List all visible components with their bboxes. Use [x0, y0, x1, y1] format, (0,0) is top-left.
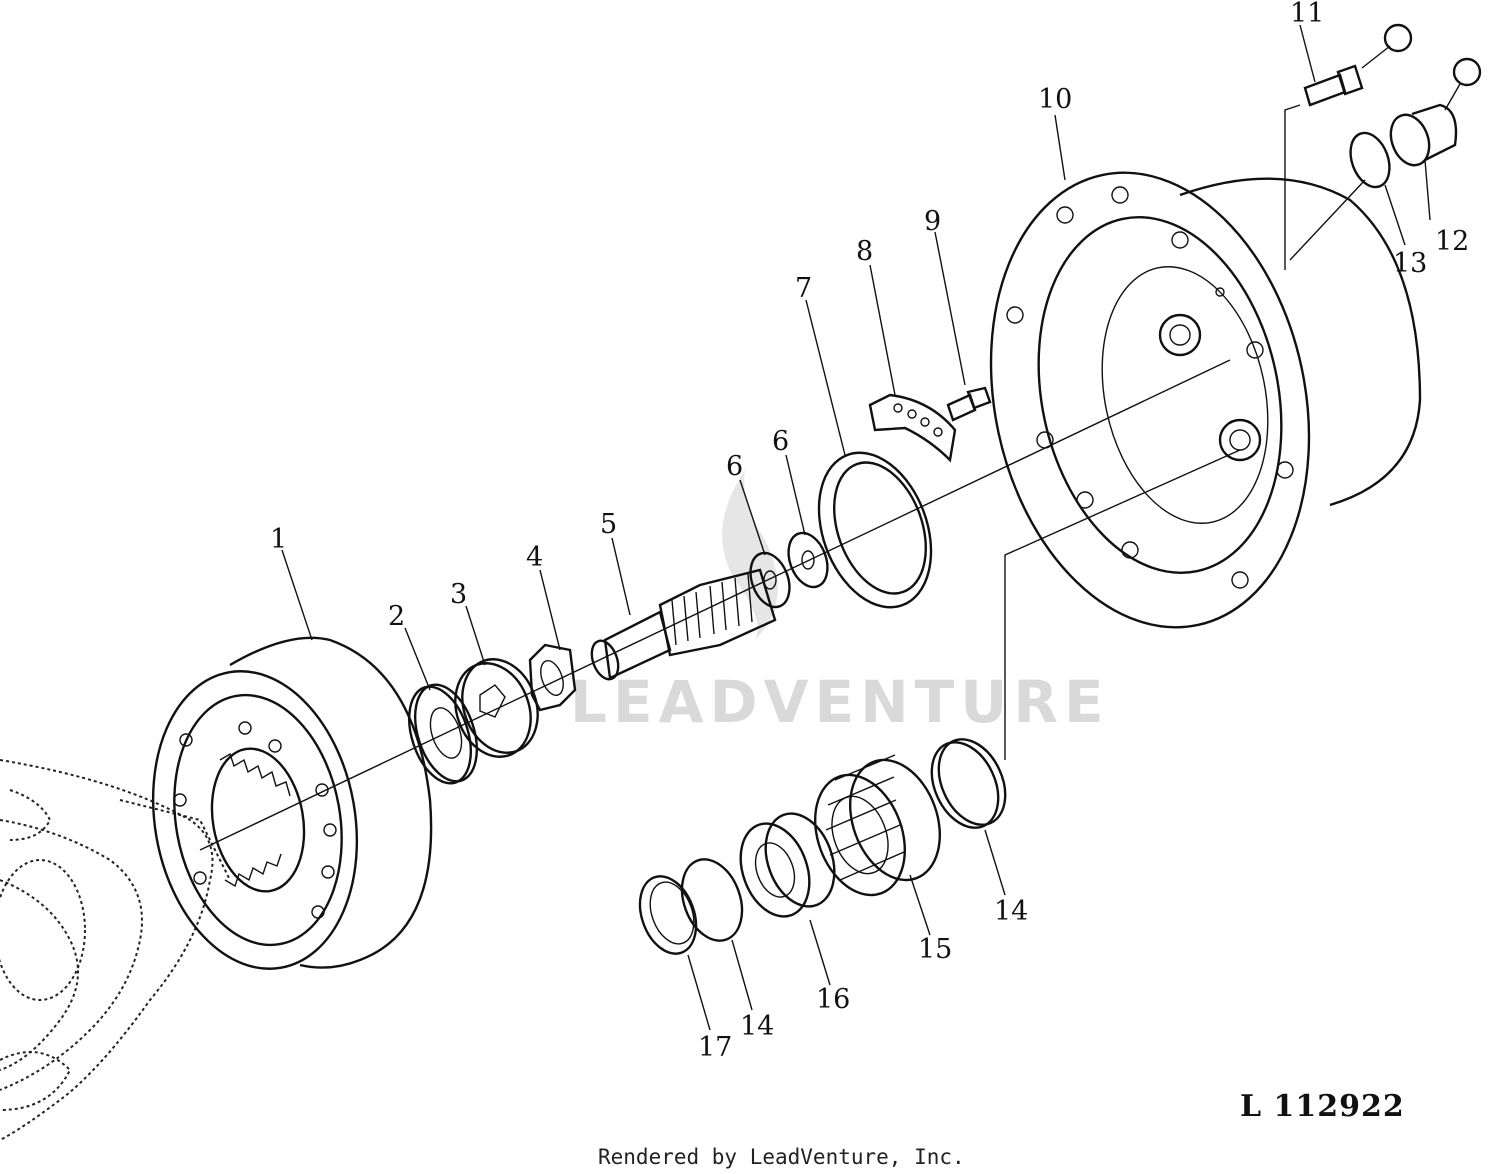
- callout-3: 3: [450, 579, 467, 610]
- callout-4: 4: [526, 542, 543, 573]
- part-10-housing: [989, 171, 1422, 629]
- callout-6b: 6: [772, 426, 789, 457]
- callout-14b: 14: [740, 1011, 774, 1042]
- callout-5: 5: [600, 509, 617, 540]
- hex-socket-icon-2: [1452, 57, 1482, 87]
- part-8-lock-plate: [868, 393, 957, 463]
- callout-8: 8: [856, 236, 873, 267]
- callout-9: 9: [924, 206, 941, 237]
- callout-17: 17: [698, 1032, 732, 1063]
- callout-7: 7: [795, 273, 812, 304]
- part-16-roller-bearing: [739, 812, 836, 918]
- leader-12-axis: [1289, 179, 1366, 261]
- part-4-lock-washer: [528, 643, 577, 712]
- leader-14-to-housing: [1004, 449, 1241, 760]
- leader-11-to-housing: [1284, 104, 1301, 270]
- part-15-gear: [813, 754, 942, 897]
- watermark-logo: [722, 470, 778, 640]
- callout-16: 16: [816, 984, 850, 1015]
- figure-number: L 112922: [1240, 1089, 1405, 1124]
- part-14-snap-ring-b: [680, 858, 744, 942]
- part-6-washer-b: [787, 531, 829, 589]
- part-17-snap-ring: [638, 875, 698, 955]
- final-drive-housing-outline: [0, 759, 231, 1141]
- callout-6a: 6: [726, 451, 743, 482]
- callout-13: 13: [1393, 248, 1427, 279]
- part-7-ring-nut: [817, 451, 933, 609]
- callout-1: 1: [270, 524, 287, 555]
- callout-11: 11: [1290, 0, 1324, 29]
- part-13-snap-ring: [1349, 131, 1391, 189]
- part-14-snap-ring-a: [930, 738, 1007, 829]
- part-11-screw: [1303, 23, 1413, 107]
- callout-10: 10: [1038, 84, 1072, 115]
- callout-15: 15: [918, 934, 952, 965]
- centre-axis: [199, 359, 1231, 851]
- part-6-washer-a: [749, 551, 791, 609]
- footer-credit: Rendered by LeadVenture, Inc.: [598, 1145, 965, 1169]
- callout-12: 12: [1435, 226, 1469, 257]
- watermark-text: LEADVENTURE: [570, 668, 1110, 736]
- part-2-thrust-washer: [408, 683, 478, 785]
- callout-14a: 14: [994, 896, 1028, 927]
- callout-leaders: [281, 24, 1431, 1031]
- hex-socket-icon: [1383, 23, 1413, 53]
- part-9-cap-screw: [946, 386, 992, 422]
- part-12-plug: [1389, 57, 1482, 167]
- part-5-splined-shaft: [590, 568, 777, 681]
- callout-2: 2: [388, 601, 405, 632]
